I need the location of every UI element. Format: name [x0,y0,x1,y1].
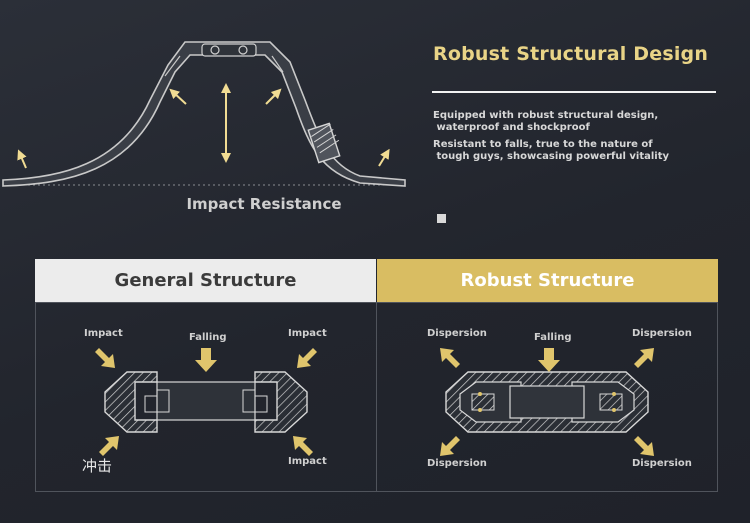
label-robust-bottom-right: Dispersion [632,458,692,469]
arrow-top-center [538,348,560,372]
label-general-bottom-right: Impact [288,456,327,467]
label-robust-bottom-left: Dispersion [427,458,487,469]
arrow-top-right [634,348,654,368]
arrow-top-left [95,348,115,368]
general-structure-header: General Structure [35,259,376,302]
arrow-bottom-left [440,436,460,456]
label-general-top-right: Impact [288,328,327,339]
arrow-bottom-right [293,436,313,456]
arrow-far-right [378,148,390,167]
arrow-upleft [169,88,187,105]
description-line-1: Equipped with robust structural design, … [433,110,659,133]
arrow-far-left [17,149,27,169]
robust-structure-panel [376,302,718,492]
page-title: Robust Structural Design [433,43,709,65]
arrow-top-center [195,348,217,372]
band-outline [2,41,406,187]
arrow-top-left [440,348,460,368]
label-robust-top-center: Falling [534,332,572,343]
arrow-bottom-right [634,436,654,456]
robust-structure-header: Robust Structure [377,259,718,302]
impact-caption: Impact Resistance [186,195,342,213]
robust-structure-diagram [440,348,654,456]
bullet-square-icon [437,214,446,223]
label-general-top-center: Falling [189,332,227,343]
label-robust-top-right: Dispersion [632,328,692,339]
arrow-bottom-left [99,436,119,456]
label-general-top-left: Impact [84,328,123,339]
general-structure-diagram [95,348,317,456]
label-general-bottom-left: 冲击 [82,457,113,475]
arrow-top-right [297,348,317,368]
arrow-upright [265,88,282,105]
description-line-2: Resistant to falls, true to the nature o… [433,139,670,162]
title-divider [432,91,716,93]
band-illustration [2,41,406,187]
label-robust-top-left: Dispersion [427,328,487,339]
